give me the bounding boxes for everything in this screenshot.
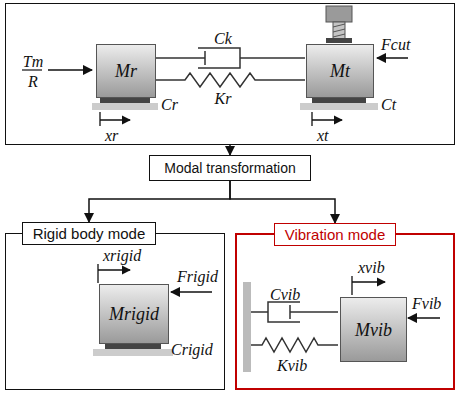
flow-arrow xyxy=(229,145,231,155)
group-heading: Rigid body mode xyxy=(22,222,157,245)
damping-label: Cvib xyxy=(270,287,300,303)
spring-symbol xyxy=(155,73,305,87)
input-arrow xyxy=(48,69,92,71)
displacement-arrow xyxy=(352,276,385,295)
mass-label: Mt xyxy=(330,62,350,80)
displacement-label: xvib xyxy=(358,260,385,276)
displacement-label: xrigid xyxy=(103,248,141,264)
mass-block: Mt xyxy=(306,44,374,98)
friction-label: Ct xyxy=(381,97,396,113)
displacement-arrow xyxy=(98,264,130,283)
wall xyxy=(243,282,251,372)
torque-symbol: Tm xyxy=(23,54,43,70)
mode-group: Vibration modexvibFvibCvibKvibMvib xyxy=(235,233,455,390)
mass-block: Mrigid xyxy=(99,284,169,344)
flow-arrow xyxy=(89,181,230,222)
flow-arrow xyxy=(230,181,335,223)
mass-block: Mvib xyxy=(340,297,407,362)
tool-base xyxy=(326,38,352,43)
process-box: Modal transformation xyxy=(149,155,311,181)
force-arrow xyxy=(377,57,408,59)
system-panel: TmR CkKr Fcut xr xt Cr Ct Mr Mt xyxy=(5,3,455,145)
damping-label: Ck xyxy=(214,31,232,47)
damper-symbol xyxy=(251,302,338,322)
ground xyxy=(300,103,378,110)
group-heading: Vibration mode xyxy=(274,223,397,246)
cutting-tool xyxy=(333,22,345,39)
displacement-label: xr xyxy=(105,128,118,144)
mass-label: Mrigid xyxy=(109,305,159,323)
force-arrow xyxy=(408,317,440,319)
mass-label: Mr xyxy=(115,62,137,80)
ground xyxy=(93,349,173,356)
force-label: Fvib xyxy=(412,296,441,312)
damper-symbol xyxy=(155,48,305,68)
force-arrow xyxy=(171,291,212,293)
tool-holder xyxy=(326,6,352,22)
ground xyxy=(92,103,158,110)
displacement-arrow xyxy=(100,112,130,126)
tool-flutes xyxy=(333,24,345,37)
mode-group: Rigid body modexrigidFrigidCrigidMrigid xyxy=(5,233,225,390)
box-label: Modal transformation xyxy=(164,161,296,175)
displacement-arrow xyxy=(312,112,342,126)
mass-label: Mvib xyxy=(355,321,392,339)
radius-symbol: R xyxy=(28,74,38,90)
displacement-label: xt xyxy=(317,128,329,144)
stiffness-label: Kr xyxy=(215,91,232,107)
friction-label: Cr xyxy=(161,97,178,113)
stiffness-label: Kvib xyxy=(277,358,307,374)
force-label: Frigid xyxy=(177,269,218,285)
mass-block: Mr xyxy=(96,44,156,98)
force-label: Fcut xyxy=(381,37,410,53)
spring-symbol xyxy=(251,338,338,352)
friction-label: Crigid xyxy=(171,342,213,358)
